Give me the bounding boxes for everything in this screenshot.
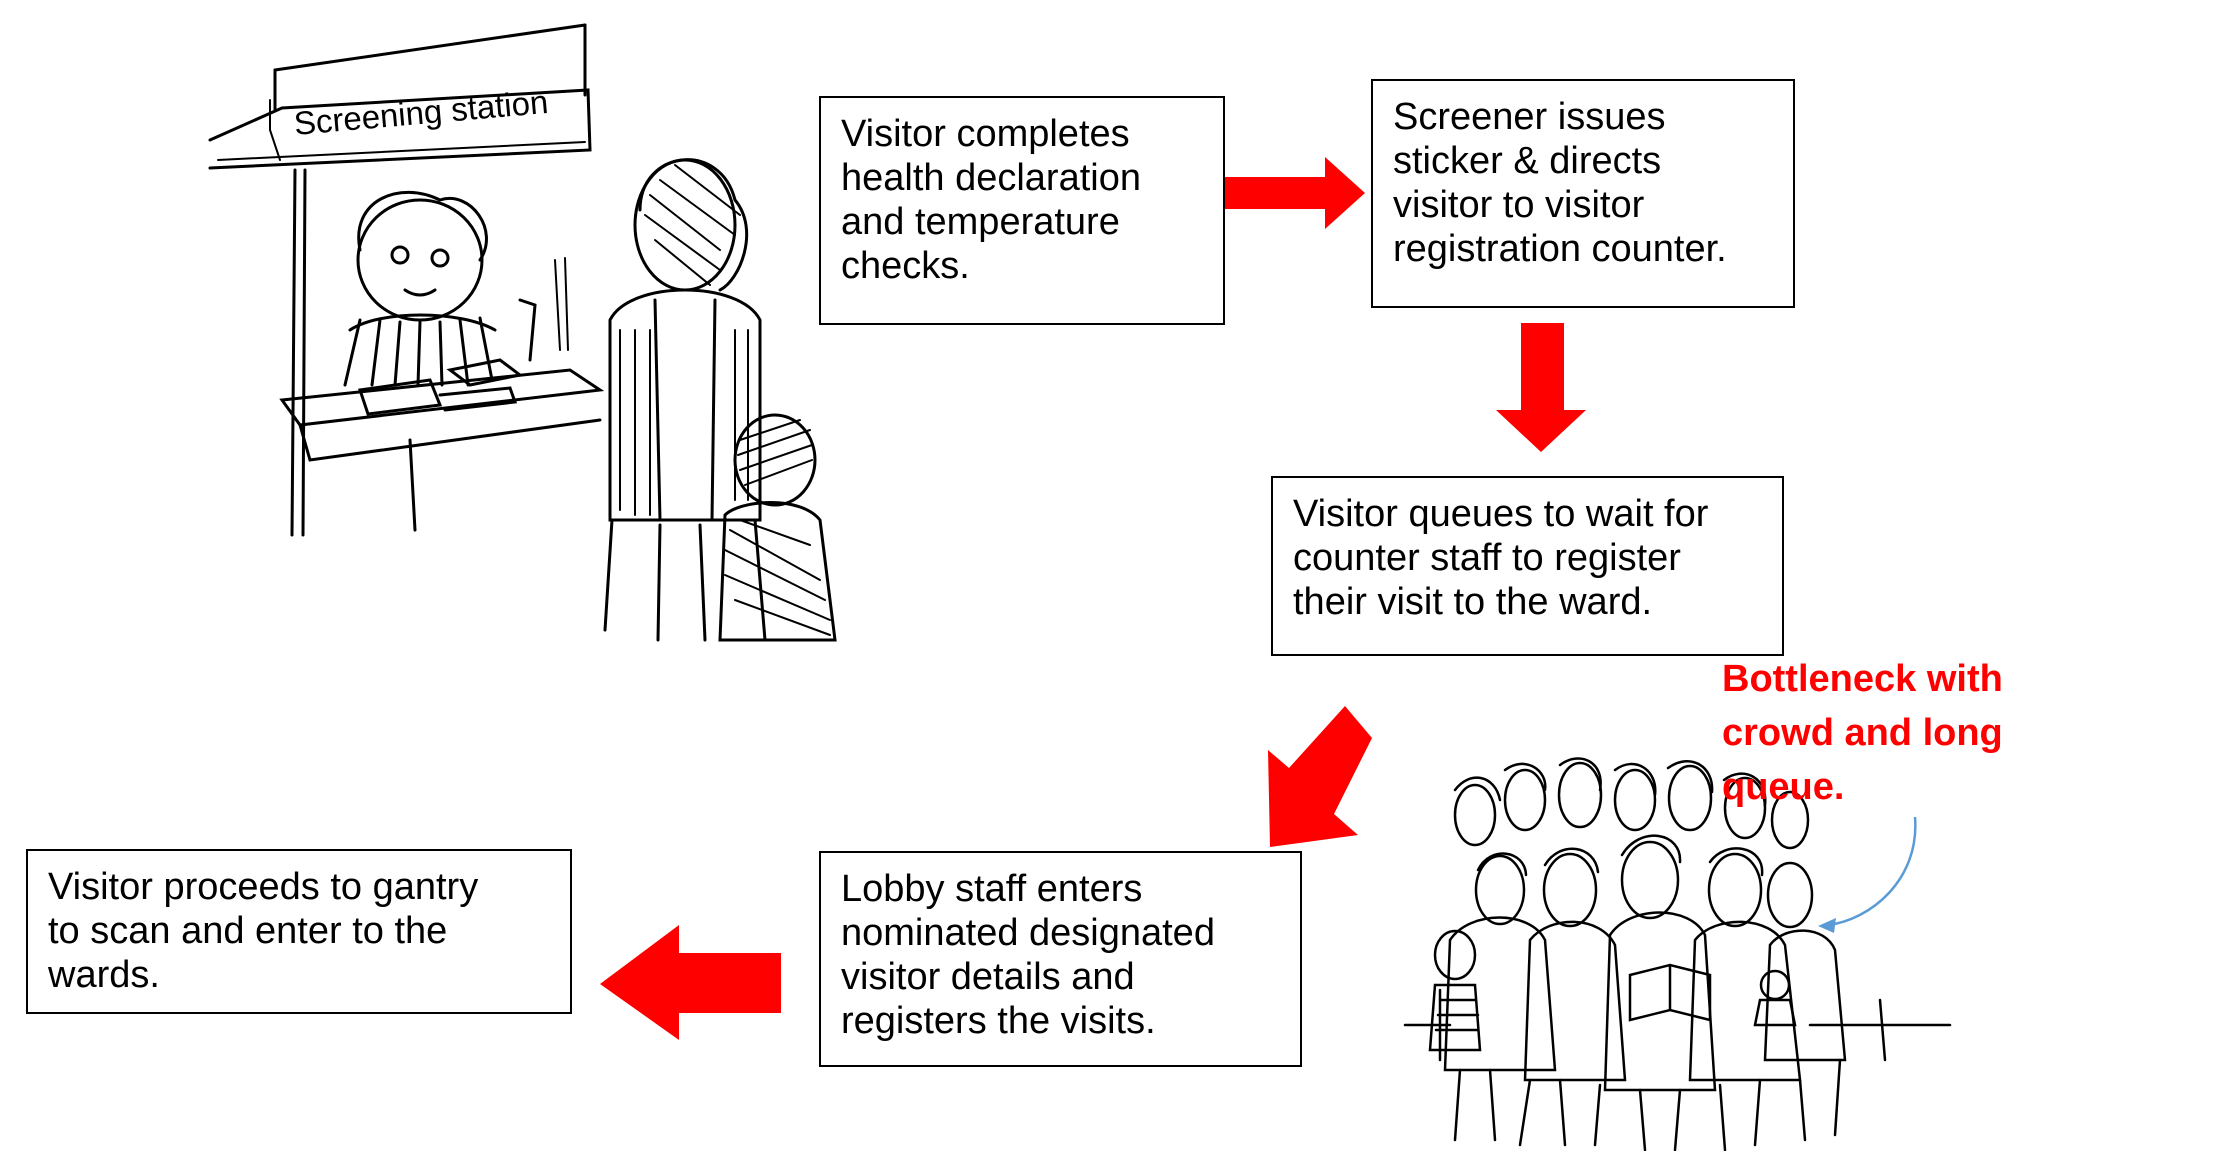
step-text: Screener issues sticker & directs visito… <box>1393 96 1727 270</box>
bottleneck-annotation: Bottleneck with crowd and long queue. <box>1722 658 2003 808</box>
crowd-queue-illustration <box>1403 757 1952 1151</box>
flow-arrow-left <box>600 925 781 1040</box>
step-box-gantry-entry: Visitor proceeds to gantry to scan and e… <box>26 849 572 1014</box>
bottleneck-pointer-line <box>1827 816 1917 927</box>
step-text: Visitor proceeds to gantry to scan and e… <box>48 866 479 996</box>
screening-sign-text: Screening station <box>292 83 549 142</box>
step-text: Visitor completes health declaration and… <box>841 113 1141 287</box>
step-text: Lobby staff enters nominated designated … <box>841 868 1215 1042</box>
step-box-screener-sticker: Screener issues sticker & directs visito… <box>1371 79 1795 308</box>
step-text: Visitor queues to wait for counter staff… <box>1293 493 1709 623</box>
flow-arrow-down-left <box>1268 706 1372 847</box>
flow-arrow-right <box>1225 157 1365 229</box>
screening-station-illustration <box>208 23 837 642</box>
bottleneck-pointer-head <box>1818 918 1836 933</box>
step-box-health-declaration: Visitor completes health declaration and… <box>819 96 1225 325</box>
step-box-queue-wait: Visitor queues to wait for counter staff… <box>1271 476 1784 656</box>
flow-arrow-down <box>1496 323 1586 452</box>
step-box-lobby-registration: Lobby staff enters nominated designated … <box>819 851 1302 1067</box>
